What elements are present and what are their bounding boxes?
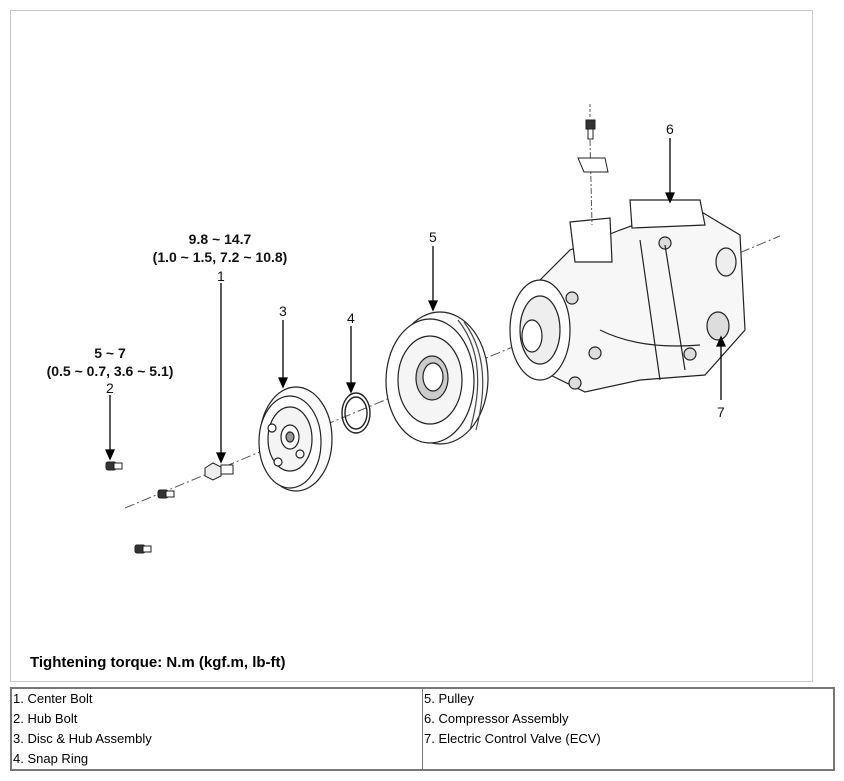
callout-number-5: 5 [429,229,437,245]
top-bolt [577,104,609,226]
legend-left-column: 1. Center Bolt 2. Hub Bolt 3. Disc & Hub… [10,687,423,771]
snap-ring [341,392,371,434]
torque-value-1: 9.8 ~ 14.7 [188,231,252,247]
tightening-torque-note: Tightening torque: N.m (kgf.m, lb-ft) [30,654,286,671]
callout-arrows [104,138,727,464]
legend-item: 6. Compressor Assembly [424,711,569,726]
exploded-view-diagram [104,104,781,554]
electric-control-valve [706,311,730,341]
parts-legend-table: 1. Center Bolt 2. Hub Bolt 3. Disc & Hub… [10,687,835,771]
callout-number-2: 2 [106,380,114,396]
center-bolt [204,462,234,481]
disc-hub-assembly [258,386,333,492]
hub-bolt-lower [134,544,152,554]
compressor-assembly [509,199,746,393]
legend-right-column: 5. Pulley 6. Compressor Assembly 7. Elec… [422,687,835,771]
torque-callout-2: 5 ~ 7 (0.5 ~ 0.7, 3.6 ~ 5.1) [35,344,185,380]
callout-number-6: 6 [666,121,674,137]
torque-value-2: 5 ~ 7 [94,345,126,361]
torque-range-1: (1.0 ~ 1.5, 7.2 ~ 10.8) [152,249,288,265]
legend-item: 3. Disc & Hub Assembly [13,731,152,746]
torque-range-2: (0.5 ~ 0.7, 3.6 ~ 5.1) [46,363,174,379]
callout-number-1: 1 [217,268,225,284]
legend-item: 5. Pulley [424,691,474,706]
legend-item: 2. Hub Bolt [13,711,78,726]
legend-item: 4. Snap Ring [13,751,89,766]
callout-number-7: 7 [717,404,725,420]
legend-item: 7. Electric Control Valve (ECV) [424,731,601,746]
hub-bolt-middle [157,489,175,499]
legend-item: 1. Center Bolt [13,691,93,706]
torque-callout-1: 9.8 ~ 14.7 (1.0 ~ 1.5, 7.2 ~ 10.8) [140,230,300,266]
hub-bolt-upper [105,461,123,471]
pulley [385,311,489,445]
callout-number-4: 4 [347,310,355,326]
callout-number-3: 3 [279,303,287,319]
